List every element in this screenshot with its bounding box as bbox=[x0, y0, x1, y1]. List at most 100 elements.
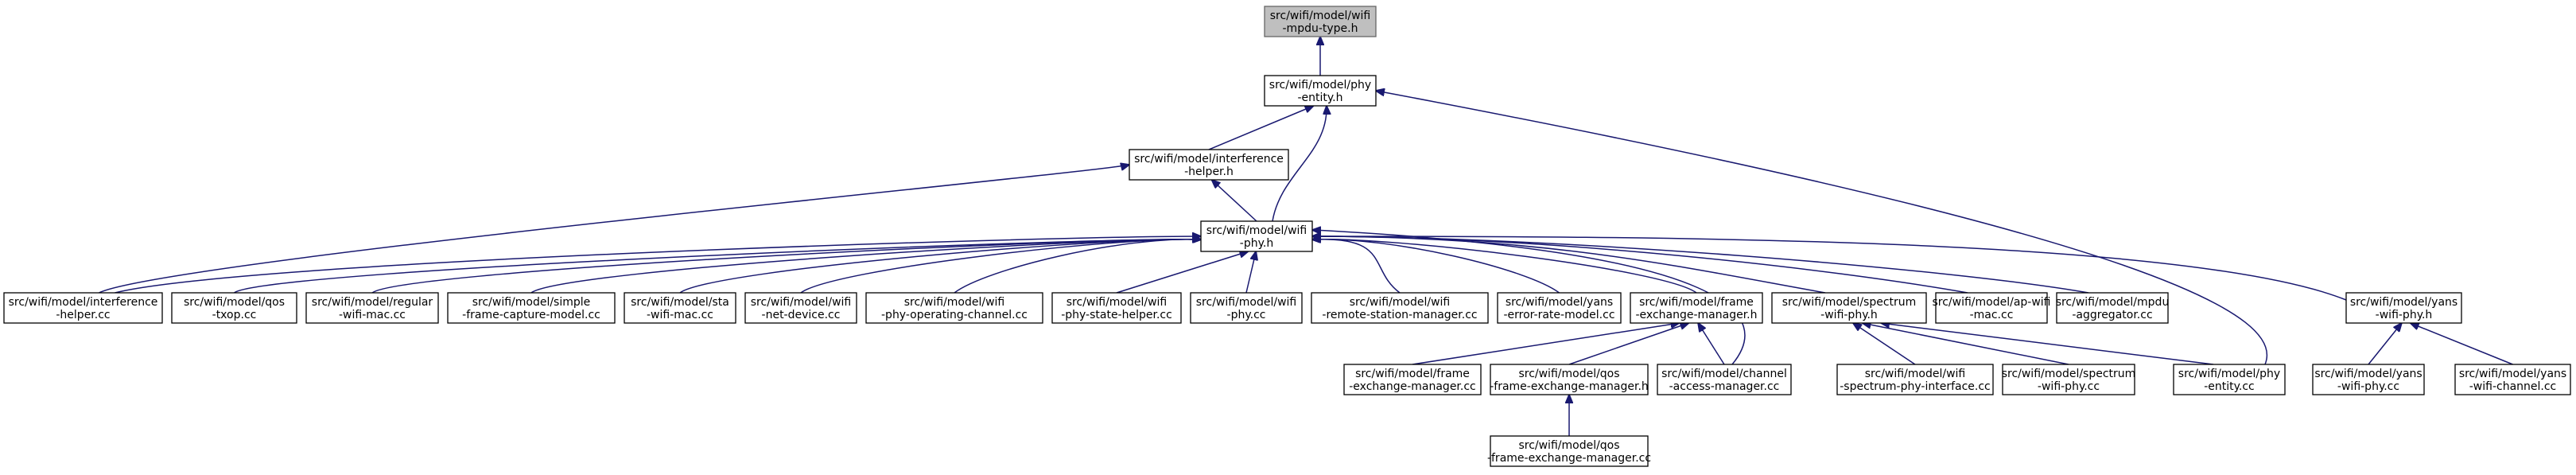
node-label-line: src/wifi/model/phy bbox=[1269, 79, 1371, 91]
node-spectrum-wifi-phy-cc[interactable]: src/wifi/model/spectrum-wifi-phy.cc bbox=[2002, 364, 2136, 395]
node-label-line: src/wifi/model/sta bbox=[631, 296, 729, 309]
node-simple-frame-capture-model-cc[interactable]: src/wifi/model/simple-frame-capture-mode… bbox=[447, 292, 616, 324]
node-wifi-phy-operating-channel-cc[interactable]: src/wifi/model/wifi-phy-operating-channe… bbox=[865, 292, 1043, 324]
node-phy-entity-h[interactable]: src/wifi/model/phy-entity.h bbox=[1264, 75, 1377, 107]
node-box bbox=[1497, 292, 1622, 324]
node-label-line: -wifi-channel.cc bbox=[2469, 380, 2557, 393]
node-box bbox=[865, 292, 1043, 324]
node-label-line: src/wifi/model/qos bbox=[1518, 368, 1619, 380]
node-wifi-phy-cc[interactable]: src/wifi/model/wifi-phy.cc bbox=[1190, 292, 1303, 324]
node-interference-helper-cc[interactable]: src/wifi/model/interference-helper.cc bbox=[3, 292, 163, 324]
node-label-line: -wifi-phy.cc bbox=[2038, 380, 2100, 393]
node-box bbox=[2345, 292, 2462, 324]
node-wifi-phy-state-helper-cc[interactable]: src/wifi/model/wifi-phy-state-helper.cc bbox=[1051, 292, 1182, 324]
edge-frame_exchange_manager_cc-to-frame_exchange_manager_h bbox=[1412, 323, 1680, 365]
edge-yans_wifi_phy_cc-to-yans_wifi_phy_h bbox=[2368, 323, 2402, 365]
node-yans-wifi-channel-cc[interactable]: src/wifi/model/yans-wifi-channel.cc bbox=[2454, 364, 2571, 395]
node-box bbox=[1657, 364, 1792, 395]
node-box bbox=[447, 292, 616, 324]
node-qos-txop-cc[interactable]: src/wifi/model/qos-txop.cc bbox=[171, 292, 297, 324]
node-yans-wifi-phy-cc[interactable]: src/wifi/model/yans-wifi-phy.cc bbox=[2312, 364, 2425, 395]
node-label-line: src/wifi/model/spectrum bbox=[1782, 296, 1917, 309]
node-label-line: src/wifi/model/mpdu bbox=[2056, 296, 2170, 309]
node-box bbox=[171, 292, 297, 324]
node-label-line: src/wifi/model/qos bbox=[1518, 439, 1619, 452]
edge-interference_helper_h-to-phy_entity_h bbox=[1208, 106, 1314, 150]
node-box bbox=[1836, 364, 1994, 395]
node-label-line: src/wifi/model/frame bbox=[1355, 368, 1470, 380]
node-phy-entity-cc[interactable]: src/wifi/model/phy-entity.cc bbox=[2173, 364, 2286, 395]
edge-wifi_spectrum_phy_interface_cc-to-spectrum_wifi_phy_h bbox=[1853, 323, 1916, 365]
node-label-line: -wifi-phy.h bbox=[1820, 309, 1878, 321]
node-label-line: -phy-state-helper.cc bbox=[1061, 309, 1172, 321]
node-channel-access-manager-cc[interactable]: src/wifi/model/channel-access-manager.cc bbox=[1657, 364, 1792, 395]
node-frame-exchange-manager-h[interactable]: src/wifi/model/frame-exchange-manager.h bbox=[1630, 292, 1763, 324]
node-label-line: src/wifi/model/simple bbox=[472, 296, 591, 309]
node-label-line: -helper.cc bbox=[56, 309, 110, 321]
node-label-line: -exchange-manager.h bbox=[1636, 309, 1758, 321]
node-box bbox=[1200, 220, 1313, 252]
edge-frame_exchange_manager_h-to-wifi_phy_h bbox=[1312, 239, 1697, 294]
edge-yans_wifi_channel_cc-to-yans_wifi_phy_h bbox=[2411, 323, 2513, 365]
node-label-line: -wifi-phy.h bbox=[2376, 309, 2433, 321]
node-label-line: src/wifi/model/wifi bbox=[1270, 10, 1371, 22]
node-label-line: src/wifi/model/yans bbox=[2350, 296, 2457, 309]
edge-simple_frame_capture_model_cc-to-wifi_phy_h bbox=[530, 239, 1201, 294]
node-spectrum-wifi-phy-h[interactable]: src/wifi/model/spectrum-wifi-phy.h bbox=[1771, 292, 1927, 324]
node-wifi-net-device-cc[interactable]: src/wifi/model/wifi-net-device.cc bbox=[744, 292, 857, 324]
node-label-line: -aggregator.cc bbox=[2072, 309, 2152, 321]
node-box bbox=[1264, 75, 1377, 107]
node-label-line: src/wifi/model/wifi bbox=[751, 296, 852, 309]
node-wifi-spectrum-phy-interface-cc[interactable]: src/wifi/model/wifi-spectrum-phy-interfa… bbox=[1836, 364, 1994, 395]
edges-layer bbox=[99, 37, 2513, 436]
node-label-line: -helper.h bbox=[1184, 165, 1234, 178]
node-yans-error-rate-model-cc[interactable]: src/wifi/model/yans-error-rate-model.cc bbox=[1497, 292, 1622, 324]
node-yans-wifi-phy-h[interactable]: src/wifi/model/yans-wifi-phy.h bbox=[2345, 292, 2462, 324]
node-label-line: src/wifi/model/wifi bbox=[1206, 224, 1307, 237]
node-ap-wifi-mac-cc[interactable]: src/wifi/model/ap-wifi-mac.cc bbox=[1932, 292, 2051, 324]
node-label-line: -entity.h bbox=[1297, 91, 1342, 104]
node-box bbox=[305, 292, 439, 324]
edge-yans_wifi_phy_h-to-wifi_phy_h bbox=[1312, 236, 2347, 301]
node-box bbox=[1129, 149, 1289, 181]
node-label-line: -mac.cc bbox=[1970, 309, 2014, 321]
node-box bbox=[2173, 364, 2286, 395]
node-label-line: src/wifi/model/regular bbox=[312, 296, 433, 309]
node-label-line: -phy-operating-channel.cc bbox=[881, 309, 1028, 321]
node-label-line: src/wifi/model/wifi bbox=[1196, 296, 1297, 309]
node-mpdu-aggregator-cc[interactable]: src/wifi/model/mpdu-aggregator.cc bbox=[2056, 292, 2170, 324]
node-regular-wifi-mac-cc[interactable]: src/wifi/model/regular-wifi-mac.cc bbox=[305, 292, 439, 324]
node-label-line: src/wifi/model/channel bbox=[1661, 368, 1787, 380]
edge-wifi_remote_station_manager_cc-to-wifi_phy_h bbox=[1312, 239, 1401, 294]
node-box bbox=[1490, 435, 1649, 467]
edge-interference_helper_cc-to-interference_helper_h bbox=[99, 165, 1130, 294]
edge-channel_access_manager_cc-to-frame_exchange_manager_h bbox=[1698, 323, 1725, 365]
node-box bbox=[2002, 364, 2135, 395]
edge-wifi_phy_h-to-interference_helper_h bbox=[1212, 180, 1257, 222]
node-label-line: -wifi-phy.cc bbox=[2337, 380, 2399, 393]
node-label-line: -access-manager.cc bbox=[1669, 380, 1780, 393]
node-frame-exchange-manager-cc[interactable]: src/wifi/model/frame-exchange-manager.cc bbox=[1343, 364, 1482, 395]
node-label-line: src/wifi/model/interference bbox=[9, 296, 158, 309]
node-label-line: src/wifi/model/wifi bbox=[1350, 296, 1451, 309]
node-qos-frame-exchange-manager-cc[interactable]: src/wifi/model/qos-frame-exchange-manage… bbox=[1487, 435, 1651, 467]
node-mpdu-type-h: src/wifi/model/wifi-mpdu-type.h bbox=[1264, 6, 1377, 37]
edge-wifi_phy_h-to-phy_entity_h bbox=[1272, 106, 1327, 222]
node-wifi-phy-h[interactable]: src/wifi/model/wifi-phy.h bbox=[1200, 220, 1313, 252]
node-sta-wifi-mac-cc[interactable]: src/wifi/model/sta-wifi-mac.cc bbox=[624, 292, 736, 324]
node-box bbox=[1190, 292, 1303, 324]
node-qos-frame-exchange-manager-h[interactable]: src/wifi/model/qos-frame-exchange-manage… bbox=[1490, 364, 1649, 395]
node-label-line: -phy.cc bbox=[1227, 309, 1266, 321]
node-label-line: -entity.cc bbox=[2204, 380, 2255, 393]
node-label-line: -frame-exchange-manager.cc bbox=[1487, 452, 1651, 465]
node-box bbox=[1490, 364, 1649, 395]
node-box bbox=[1630, 292, 1763, 324]
node-box bbox=[1935, 292, 2048, 324]
node-box bbox=[1051, 292, 1182, 324]
edge-ap_wifi_mac_cc-to-wifi_phy_h bbox=[1312, 236, 1968, 294]
node-label-line: -spectrum-phy-interface.cc bbox=[1840, 380, 1991, 393]
node-wifi-remote-station-manager-cc[interactable]: src/wifi/model/wifi-remote-station-manag… bbox=[1311, 292, 1489, 324]
node-label-line: -mpdu-type.h bbox=[1283, 22, 1358, 35]
node-label-line: src/wifi/model/wifi bbox=[904, 296, 1005, 309]
node-interference-helper-h[interactable]: src/wifi/model/interference-helper.h bbox=[1129, 149, 1289, 181]
